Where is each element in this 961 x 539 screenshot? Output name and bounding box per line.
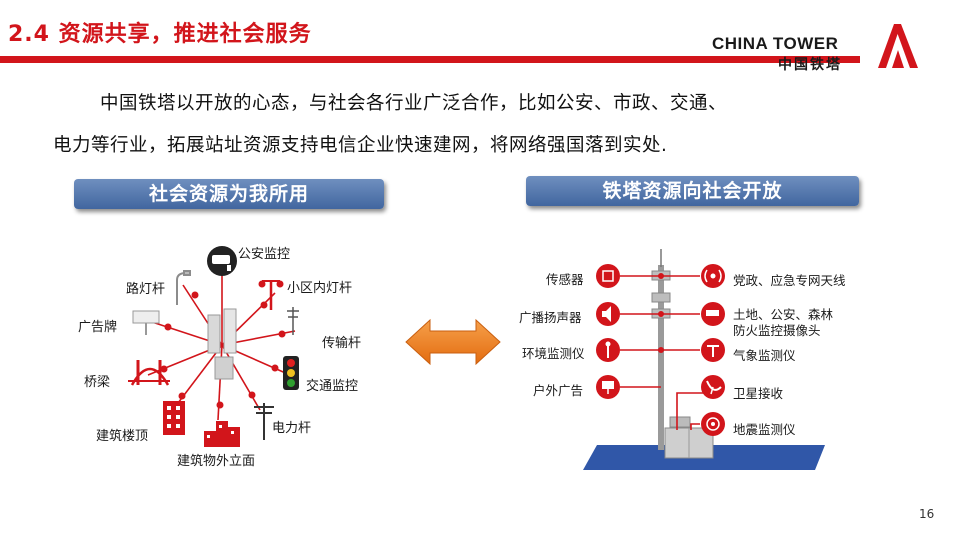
label-satellite: 卫星接收 — [733, 386, 784, 401]
sensor-icon — [596, 264, 620, 288]
label-seismic-monitor: 地震监测仪 — [733, 422, 796, 437]
header-divider — [0, 56, 860, 63]
label-environment-monitor: 环境监测仪 — [522, 346, 585, 361]
label-community-light: 小区内灯杆 — [287, 281, 353, 296]
label-police-monitoring: 公安监控 — [238, 247, 291, 262]
label-speaker: 广播扬声器 — [519, 310, 582, 325]
right-section-title: 铁塔资源向社会开放 — [526, 176, 859, 206]
label-land-police-forest: 土地、公安、森林 — [733, 307, 834, 322]
street-light-icon — [176, 270, 191, 305]
intro-line-2: 电力等行业，拓展站址资源支持电信企业快速建网，将网络强国落到实处. — [53, 135, 668, 156]
surveillance-camera-icon — [701, 302, 725, 326]
transmission-pole-icon — [287, 307, 299, 335]
double-arrow-icon — [405, 318, 501, 366]
china-tower-logo-icon — [878, 24, 918, 68]
label-outdoor-ad: 户外广告 — [533, 383, 584, 398]
label-building-facade: 建筑物外立面 — [177, 454, 256, 469]
base-station-equipment-icon — [207, 308, 237, 380]
label-emergency-antenna: 党政、应急专网天线 — [733, 273, 846, 288]
weather-monitor-icon — [701, 338, 725, 362]
antenna-icon — [701, 264, 725, 288]
satellite-dish-icon — [701, 375, 725, 399]
speaker-icon — [596, 302, 620, 326]
tower-diagram — [583, 249, 825, 470]
logo-text-en: CHINA TOWER — [712, 34, 839, 53]
rooftop-building-icon — [163, 401, 185, 435]
billboard-icon — [132, 310, 160, 335]
page-title: 2.4 资源共享，推进社会服务 — [8, 22, 312, 47]
traffic-light-icon — [283, 356, 299, 390]
bridge-icon — [128, 360, 170, 386]
left-section-title: 社会资源为我所用 — [74, 179, 384, 209]
environment-monitor-icon — [596, 338, 620, 362]
intro-line-1: 中国铁塔以开放的心态，与社会各行业广泛合作，比如公安、市政、交通、 — [100, 93, 728, 114]
power-pole-icon — [254, 403, 274, 440]
label-rooftop: 建筑楼顶 — [96, 429, 149, 444]
community-lamp-icon — [258, 280, 284, 310]
label-traffic-monitoring: 交通监控 — [306, 379, 359, 394]
label-bridge: 桥梁 — [84, 375, 111, 390]
page-number: 16 — [919, 507, 935, 521]
label-power-pole: 电力杆 — [272, 421, 312, 436]
label-fire-camera: 防火监控摄像头 — [733, 323, 821, 338]
seismic-monitor-icon — [701, 412, 725, 436]
label-transmission-pole: 传输杆 — [322, 336, 362, 351]
facade-building-icon — [204, 421, 240, 447]
label-street-light: 路灯杆 — [126, 282, 166, 297]
label-weather-monitor: 气象监测仪 — [733, 348, 796, 363]
police-camera-icon — [207, 246, 237, 276]
label-sensor: 传感器 — [546, 272, 584, 287]
tower-mast — [658, 265, 664, 450]
logo-text-cn: 中国铁塔 — [778, 57, 842, 73]
social-resource-diagram — [128, 246, 299, 447]
label-billboard: 广告牌 — [78, 320, 118, 335]
outdoor-ad-icon — [596, 375, 620, 399]
